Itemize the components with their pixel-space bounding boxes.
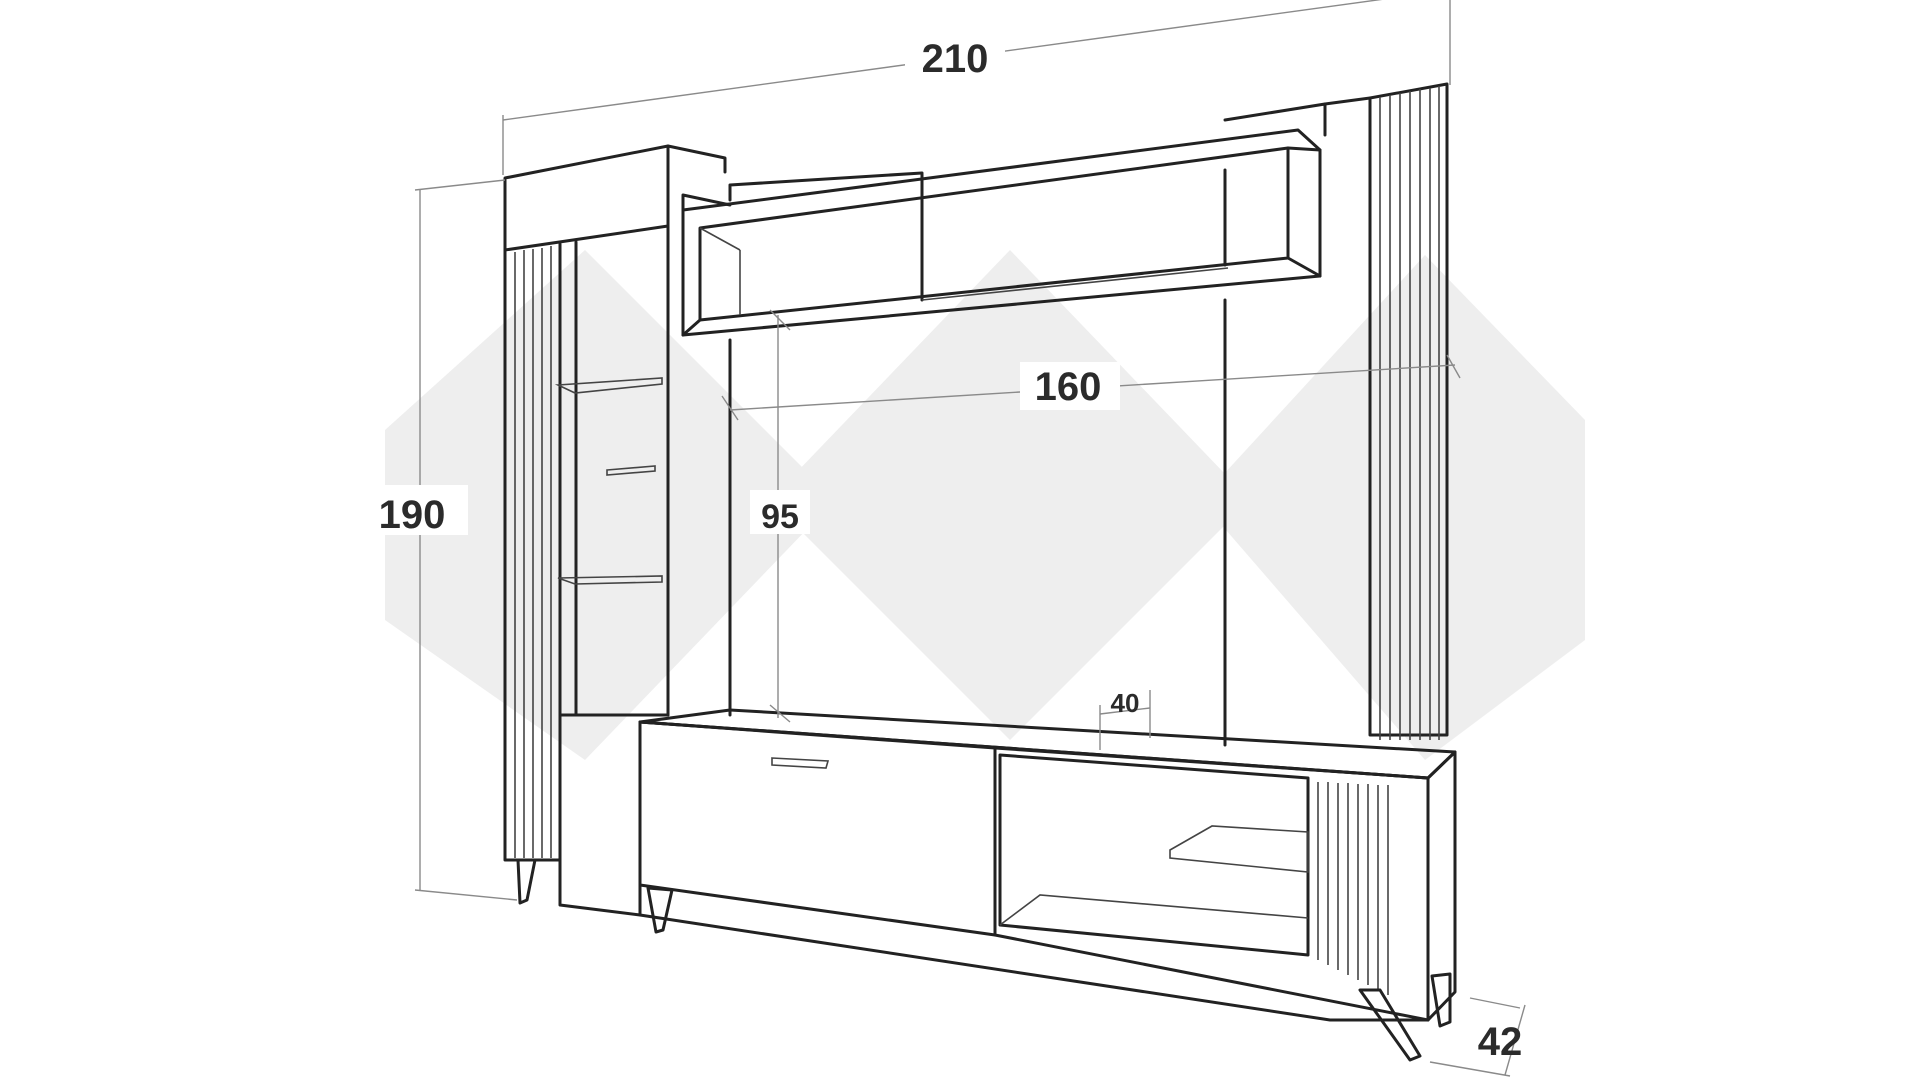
right-ribbed-panel xyxy=(1323,82,1449,740)
lower-opening-label: 40 xyxy=(1111,688,1140,718)
height-total-label: 190 xyxy=(379,493,446,537)
tv-stand xyxy=(638,708,1457,1062)
top-wall-shelf xyxy=(681,128,1322,337)
depth-label: 42 xyxy=(1478,1020,1523,1064)
tv-panel-width-label: 160 xyxy=(1035,365,1102,409)
left-tall-cabinet xyxy=(503,144,727,917)
width-total-label: 210 xyxy=(922,37,989,81)
tv-panel-height-label: 95 xyxy=(761,498,799,536)
tv-stand-ribbed-end xyxy=(1317,782,1389,995)
dimension-labels: 210 190 160 95 40 42 xyxy=(368,32,1522,1064)
left-ribbed-panel xyxy=(514,246,552,858)
watermark xyxy=(385,250,1585,760)
